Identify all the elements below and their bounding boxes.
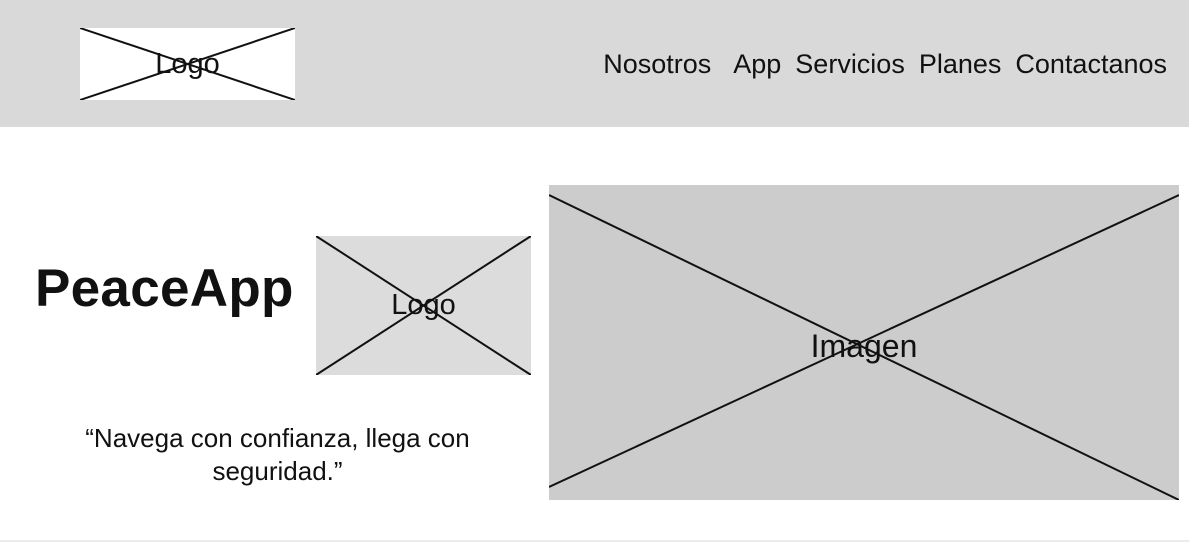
nav-link-contactanos[interactable]: Contactanos (1015, 48, 1167, 79)
image-placeholder-cross-icon (316, 236, 531, 375)
hero-logo-label: Logo (391, 289, 456, 321)
hero-logo-placeholder: Logo (316, 236, 531, 375)
image-placeholder-cross-icon (80, 28, 295, 100)
nav-link-planes[interactable]: Planes (918, 48, 1002, 79)
image-placeholder-cross-icon (549, 194, 1179, 500)
header-logo-placeholder[interactable]: Logo (80, 28, 295, 100)
site-header: Logo Nosotros App Servicios Planes Conta… (0, 0, 1189, 127)
header-logo-label: Logo (155, 47, 220, 80)
hero-image-placeholder: Imagen (549, 185, 1179, 500)
section-divider (0, 540, 1189, 542)
hero-image-label: Imagen (810, 328, 918, 364)
main-nav: Nosotros App Servicios Planes Contactano… (603, 44, 1167, 84)
nav-link-servicios[interactable]: Servicios (795, 48, 905, 79)
nav-link-nosotros[interactable]: Nosotros (603, 48, 712, 79)
brand-title: PeaceApp (35, 259, 294, 318)
tagline: “Navega con confianza, llega con segurid… (85, 423, 470, 486)
nav-link-app[interactable]: App (733, 48, 782, 79)
